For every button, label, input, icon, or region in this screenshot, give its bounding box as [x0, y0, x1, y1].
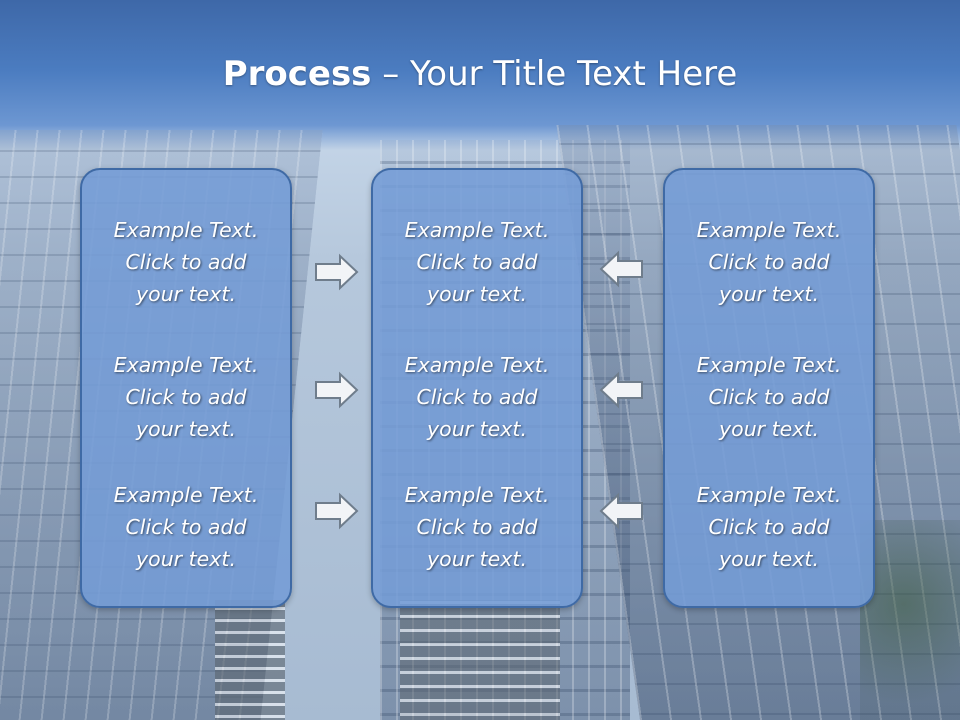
title-bold-text: Process	[222, 54, 372, 94]
text-line: Example Text.	[696, 218, 842, 242]
middle-panel[interactable]: Example Text. Click to add your text. Ex…	[371, 168, 583, 608]
text-line: Click to add	[416, 385, 538, 409]
text-line: your text.	[719, 417, 819, 441]
text-line: your text.	[136, 417, 236, 441]
text-line: your text.	[719, 282, 819, 306]
text-line: Example Text.	[696, 353, 842, 377]
text-placeholder[interactable]: Example Text. Click to add your text.	[373, 214, 581, 310]
text-line: Click to add	[708, 515, 830, 539]
text-placeholder[interactable]: Example Text. Click to add your text.	[665, 479, 873, 575]
right-panel[interactable]: Example Text. Click to add your text. Ex…	[663, 168, 875, 608]
text-line: your text.	[427, 547, 527, 571]
title-rest-text: – Your Title Text Here	[371, 54, 738, 94]
text-line: Example Text.	[404, 353, 550, 377]
arrow-right-icon	[313, 492, 361, 530]
text-placeholder[interactable]: Example Text. Click to add your text.	[373, 479, 581, 575]
text-line: Example Text.	[404, 483, 550, 507]
text-line: Click to add	[708, 385, 830, 409]
text-line: Example Text.	[113, 353, 259, 377]
text-line: Example Text.	[113, 483, 259, 507]
text-line: Click to add	[125, 250, 247, 274]
tree-image	[860, 520, 960, 720]
left-panel[interactable]: Example Text. Click to add your text. Ex…	[80, 168, 292, 608]
text-placeholder[interactable]: Example Text. Click to add your text.	[82, 479, 290, 575]
text-line: your text.	[719, 547, 819, 571]
text-line: Click to add	[125, 515, 247, 539]
arrow-left-icon	[597, 250, 645, 288]
arrow-right-icon	[313, 371, 361, 409]
text-line: Example Text.	[696, 483, 842, 507]
text-placeholder[interactable]: Example Text. Click to add your text.	[82, 349, 290, 445]
text-line: Click to add	[708, 250, 830, 274]
text-placeholder[interactable]: Example Text. Click to add your text.	[665, 214, 873, 310]
text-placeholder[interactable]: Example Text. Click to add your text.	[665, 349, 873, 445]
slide-title[interactable]: Process – Your Title Text Here	[0, 52, 960, 96]
arrow-right-icon	[313, 253, 361, 291]
tower-image	[400, 600, 560, 720]
text-line: Click to add	[416, 250, 538, 274]
text-placeholder[interactable]: Example Text. Click to add your text.	[373, 349, 581, 445]
text-line: your text.	[136, 282, 236, 306]
arrow-left-icon	[597, 492, 645, 530]
text-line: Example Text.	[113, 218, 259, 242]
text-line: Click to add	[416, 515, 538, 539]
arrow-left-icon	[597, 371, 645, 409]
text-line: Click to add	[125, 385, 247, 409]
text-line: your text.	[136, 547, 236, 571]
text-placeholder[interactable]: Example Text. Click to add your text.	[82, 214, 290, 310]
tower-image	[215, 600, 285, 720]
text-line: your text.	[427, 417, 527, 441]
text-line: your text.	[427, 282, 527, 306]
text-line: Example Text.	[404, 218, 550, 242]
